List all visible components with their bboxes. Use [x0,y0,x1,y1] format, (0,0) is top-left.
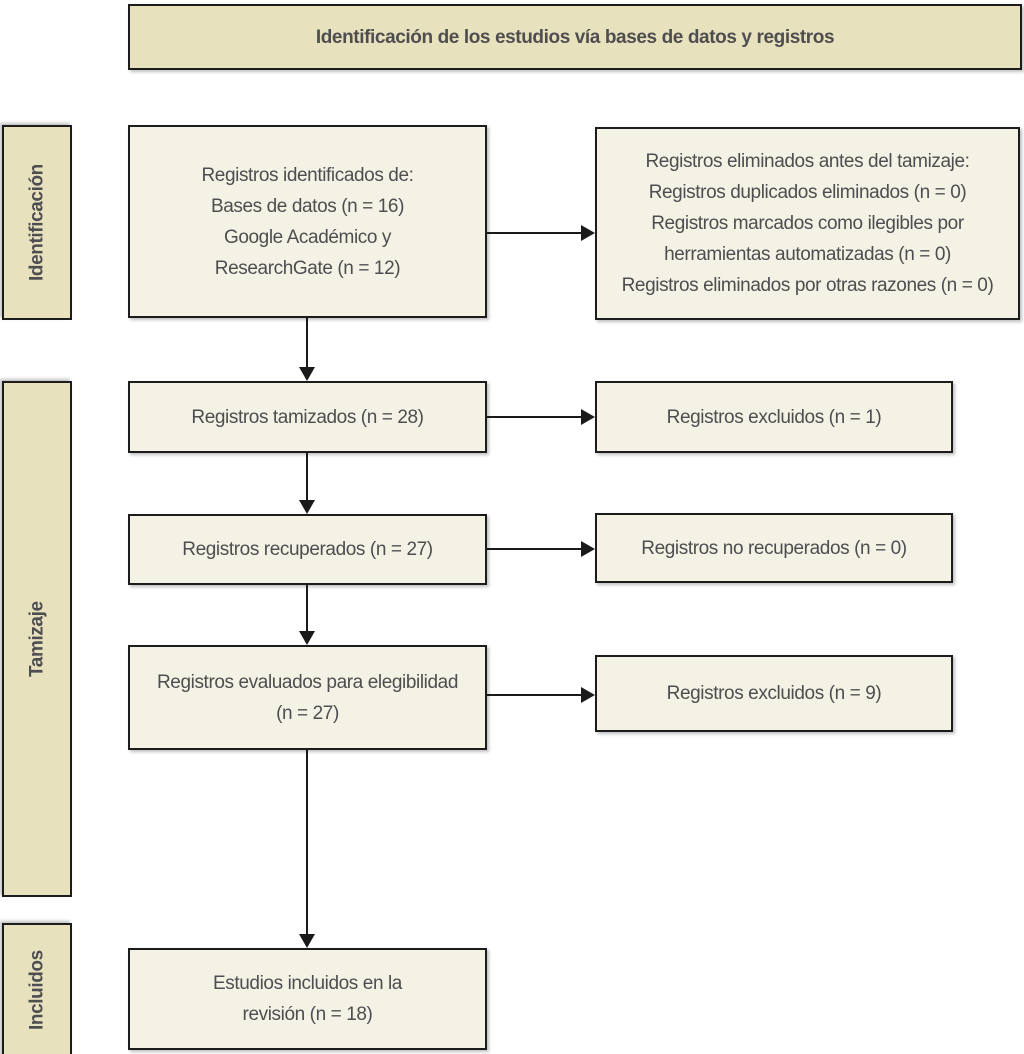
box-records-screened-text: Registros tamizados (n = 28) [191,406,424,428]
arrow-down-icon [299,631,315,645]
box-records-assessed: Registros evaluados para elegibilidad (n… [128,645,487,750]
arrow-line [487,694,583,696]
box-records-retrieved-text: Registros recuperados (n = 27) [182,539,433,560]
arrow-right-icon [581,409,595,425]
arrow-line [306,318,308,368]
arrow-line [306,453,308,501]
arrow-right-icon [581,541,595,557]
arrow-line [306,585,308,632]
box-records-retrieved: Registros recuperados (n = 27) [128,514,487,585]
arrow-line [487,548,583,550]
box-records-screened: Registros tamizados (n = 28) [128,381,487,453]
stage-label-text: Incluidos [26,950,48,1031]
arrow-down-icon [299,367,315,381]
stage-label-text: Identificación [26,164,48,281]
arrow-down-icon [299,500,315,514]
box-records-excluded-eligibility: Registros excluidos (n = 9) [595,655,953,732]
box-records-excluded-screening-text: Registros excluidos (n = 1) [666,406,882,428]
arrow-line [306,750,308,935]
arrow-line [487,232,583,234]
arrow-line [487,416,583,418]
diagram-title: Identificación de los estudios vía bases… [315,26,835,48]
arrow-right-icon [581,225,595,241]
box-studies-included-text: Estudios incluidos en la revisión (n = 1… [213,973,402,1025]
box-records-identified-text: Registros identificados de: Bases de dat… [201,164,414,279]
stage-label-identification: Identificación [2,125,72,320]
stage-label-screening: Tamizaje [2,381,72,897]
diagram-title-banner: Identificación de los estudios vía bases… [128,4,1022,70]
box-records-excluded-screening: Registros excluidos (n = 1) [595,381,953,453]
box-records-removed-before-screening: Registros eliminados antes del tamizaje:… [595,127,1020,320]
box-records-not-retrieved: Registros no recuperados (n = 0) [595,513,953,583]
stage-label-included: Incluidos [2,923,72,1054]
arrow-down-icon [299,934,315,948]
arrow-right-icon [581,687,595,703]
box-records-assessed-text: Registros evaluados para elegibilidad (n… [156,671,458,724]
stage-label-text: Tamizaje [26,601,48,677]
box-records-removed-text: Registros eliminados antes del tamizaje:… [621,151,994,296]
box-records-not-retrieved-text: Registros no recuperados (n = 0) [641,537,907,559]
box-records-identified: Registros identificados de: Bases de dat… [128,125,487,318]
box-studies-included: Estudios incluidos en la revisión (n = 1… [128,948,487,1050]
box-records-excluded-eligibility-text: Registros excluidos (n = 9) [666,683,882,704]
